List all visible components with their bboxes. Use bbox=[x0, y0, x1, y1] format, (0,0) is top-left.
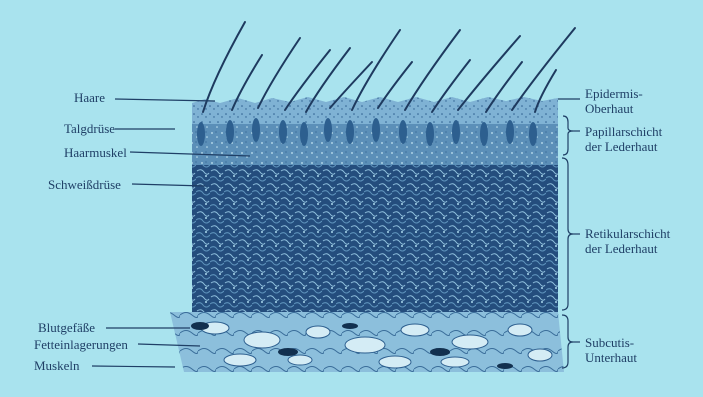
hair-follicle bbox=[529, 122, 537, 146]
label-epidermis: Epidermis- Oberhaut bbox=[585, 86, 703, 116]
hair-strand bbox=[512, 28, 575, 110]
hair-follicle bbox=[324, 118, 332, 142]
label-fetteinlagerungen: Fetteinlagerungen bbox=[34, 337, 128, 352]
hair-follicle bbox=[346, 120, 354, 144]
hair-strand bbox=[352, 30, 400, 110]
blood-vessel bbox=[497, 363, 513, 369]
fat-deposit bbox=[288, 355, 312, 365]
hair-follicle bbox=[300, 122, 308, 146]
label-papillarschicht: Papillarschicht der Lederhaut bbox=[585, 124, 703, 154]
label-subcutis-line1: Subcutis- bbox=[585, 335, 703, 350]
reticular-layer bbox=[192, 165, 558, 312]
hair-follicle bbox=[226, 120, 234, 144]
hair-follicle bbox=[426, 122, 434, 146]
hair-follicle bbox=[480, 122, 488, 146]
label-haare: Haare bbox=[74, 90, 105, 105]
blood-vessel bbox=[278, 348, 298, 356]
label-talgdruese: Talgdrüse bbox=[64, 121, 115, 136]
right-braces bbox=[558, 99, 580, 368]
label-retikularschicht-line1: Retikularschicht bbox=[585, 226, 703, 241]
label-blutgefaesse: Blutgefäße bbox=[38, 320, 95, 335]
fat-deposit bbox=[379, 356, 411, 368]
fat-deposit bbox=[452, 335, 488, 349]
fat-deposit bbox=[401, 324, 429, 336]
label-retikularschicht: Retikularschicht der Lederhaut bbox=[585, 226, 703, 256]
label-papillarschicht-line1: Papillarschicht bbox=[585, 124, 703, 139]
hair-follicle bbox=[197, 122, 205, 146]
hair-follicle bbox=[279, 120, 287, 144]
label-haarmuskel: Haarmuskel bbox=[64, 145, 127, 160]
fat-deposit bbox=[508, 324, 532, 336]
hair-follicle bbox=[252, 118, 260, 142]
label-schweissdruese: Schweißdrüse bbox=[48, 177, 121, 192]
label-subcutis: Subcutis- Unterhaut bbox=[585, 335, 703, 365]
hair-follicle bbox=[506, 120, 514, 144]
fat-deposit bbox=[441, 357, 469, 367]
label-retikularschicht-line2: der Lederhaut bbox=[585, 241, 703, 256]
fat-deposit bbox=[345, 337, 385, 353]
blood-vessel bbox=[191, 322, 209, 330]
label-epidermis-line2: Oberhaut bbox=[585, 101, 703, 116]
hair-follicle bbox=[399, 120, 407, 144]
fat-deposit bbox=[224, 354, 256, 366]
fat-deposit bbox=[528, 349, 552, 361]
label-papillarschicht-line2: der Lederhaut bbox=[585, 139, 703, 154]
label-muskeln: Muskeln bbox=[34, 358, 80, 373]
fat-deposit bbox=[306, 326, 330, 338]
fat-deposit bbox=[244, 332, 280, 348]
hair-follicle bbox=[452, 120, 460, 144]
label-subcutis-line2: Unterhaut bbox=[585, 350, 703, 365]
label-epidermis-line1: Epidermis- bbox=[585, 86, 703, 101]
hair-follicle bbox=[372, 118, 380, 142]
blood-vessel bbox=[430, 348, 450, 356]
blood-vessel bbox=[342, 323, 358, 329]
